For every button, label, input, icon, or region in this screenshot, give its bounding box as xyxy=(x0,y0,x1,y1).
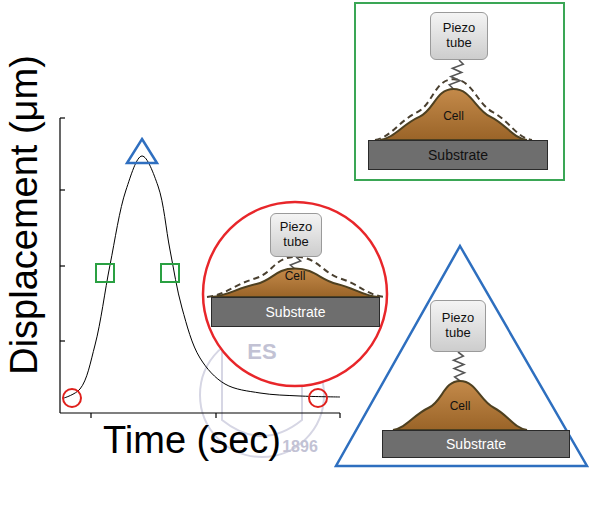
substrate-label: Substrate xyxy=(428,147,488,163)
cell-label: Cell xyxy=(380,88,527,124)
square-marker xyxy=(161,264,179,282)
probe-spring xyxy=(449,60,463,89)
cell-label: Cell xyxy=(211,268,379,284)
blue-inset-frame xyxy=(336,246,587,466)
cell-shape: Cell xyxy=(380,88,527,140)
y-tick xyxy=(60,117,65,118)
watermark: 1896 xyxy=(282,438,318,456)
y-tick xyxy=(60,340,65,341)
substrate-box: Substrate xyxy=(382,430,570,458)
cell-dashed-outline xyxy=(207,257,385,297)
x-tick xyxy=(90,413,91,418)
watermark: ES xyxy=(247,339,276,365)
y-tick xyxy=(60,189,65,190)
cell-body xyxy=(211,269,379,297)
y-tick xyxy=(60,265,65,266)
green-inset-frame xyxy=(355,3,564,180)
circle-marker xyxy=(309,389,327,407)
cell-shape: Cell xyxy=(393,380,527,430)
piezo-tube-box: Piezo tube xyxy=(430,300,486,352)
triangle-marker xyxy=(127,139,157,163)
circle-marker xyxy=(63,389,81,407)
x-tick xyxy=(339,413,340,418)
cell-dashed-outline xyxy=(375,79,532,140)
cell-shape: Cell xyxy=(211,268,379,297)
axis-title: Time (sec) xyxy=(103,419,281,462)
cell-label: Cell xyxy=(393,380,527,414)
substrate-label: Substrate xyxy=(266,304,326,320)
substrate-box: Substrate xyxy=(211,297,380,327)
substrate-box: Substrate xyxy=(368,140,548,170)
component-label: Piezo tube xyxy=(276,220,316,250)
component-label: Piezo tube xyxy=(439,21,479,51)
axis-title: Displacement (μm) xyxy=(3,55,46,375)
probe-spring xyxy=(454,352,465,381)
square-marker xyxy=(96,264,114,282)
component-label: Piezo tube xyxy=(438,311,478,341)
cell-body xyxy=(393,381,527,430)
x-axis xyxy=(60,412,340,413)
substrate-label: Substrate xyxy=(446,436,506,452)
x-tick xyxy=(215,413,216,418)
probe-spring xyxy=(290,257,300,269)
piezo-tube-box: Piezo tube xyxy=(430,12,488,60)
red-inset-frame xyxy=(203,202,387,386)
piezo-tube-box: Piezo tube xyxy=(270,213,322,257)
